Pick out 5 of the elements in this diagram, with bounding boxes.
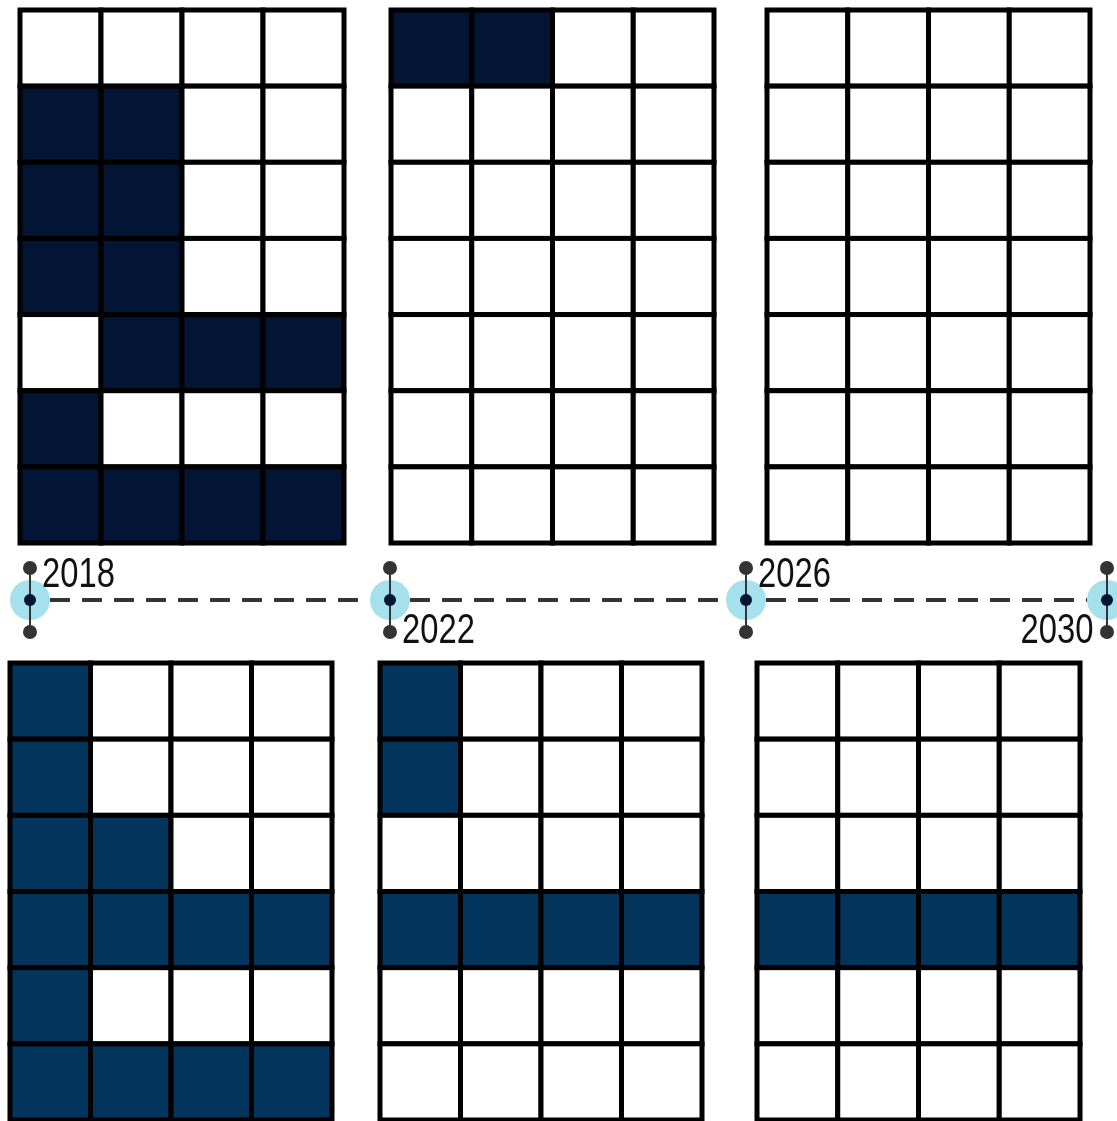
- year-label: 2030: [1020, 608, 1093, 650]
- year-label: 2026: [758, 552, 831, 594]
- year-label: 2018: [42, 552, 115, 594]
- year-label: 2022: [402, 608, 475, 650]
- timeline-connector: [766, 598, 1087, 602]
